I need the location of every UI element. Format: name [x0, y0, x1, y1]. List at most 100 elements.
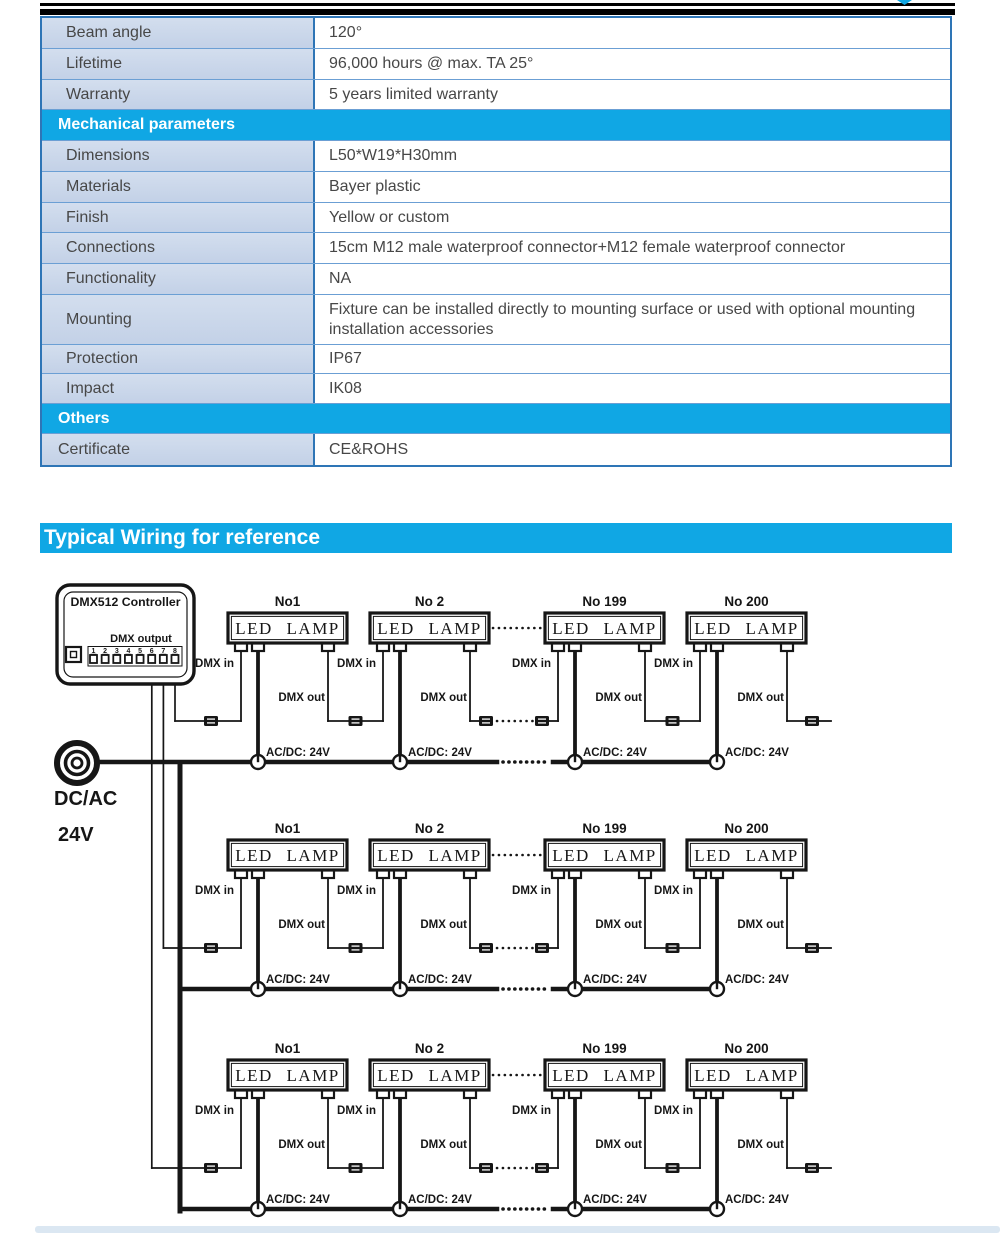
led-lamp-box — [368, 1058, 491, 1092]
spec-value: L50*W19*H30mm — [329, 147, 458, 164]
lamp-number-label: No 199 — [582, 821, 626, 836]
controller-title: DMX512 Controller — [70, 595, 180, 609]
dmx-in-label: DMX in — [195, 1105, 234, 1117]
led-lamp-box — [685, 611, 808, 645]
lamp-number-label: No1 — [275, 594, 301, 609]
dmx-in-label: DMX in — [337, 658, 376, 670]
lamp-text: LED LAMP — [377, 846, 482, 865]
cable-connector-icon — [348, 943, 363, 953]
dmx-in-label: DMX in — [654, 885, 693, 897]
acdc-label: AC/DC: 24V — [408, 747, 472, 759]
dmx-out-label: DMX out — [420, 919, 467, 931]
dmx-out-label: DMX out — [737, 1139, 784, 1151]
led-lamp-box — [543, 1058, 666, 1092]
spec-value: Fixture can be installed directly to mou… — [329, 300, 916, 338]
spec-section-label: Others — [58, 409, 110, 427]
controller-pin — [135, 654, 145, 664]
led-lamp-box — [368, 838, 491, 872]
led-lamp-box — [226, 611, 349, 645]
dmx-out-label: DMX out — [595, 692, 642, 704]
spec-label: Warranty — [42, 80, 315, 109]
spec-value: 15cm M12 male waterproof connector+M12 f… — [329, 239, 846, 256]
cable-connector-icon — [479, 716, 493, 726]
spec-row: Connections 15cm M12 male waterproof conn… — [42, 232, 950, 263]
acdc-label: AC/DC: 24V — [266, 747, 330, 759]
spec-label: Connections — [42, 233, 315, 263]
top-rule-thick — [40, 9, 955, 15]
controller-inner-frame — [63, 591, 188, 678]
lamp-number-label: No 199 — [582, 1041, 626, 1056]
pin-number-label: 7 — [161, 648, 165, 655]
dmx-in-label: DMX in — [512, 1105, 551, 1117]
top-rule-thin — [40, 3, 955, 6]
cable-connector-icon — [665, 716, 680, 726]
lamp-text: LED LAMP — [377, 1066, 482, 1085]
dmx-out-label: DMX out — [278, 1139, 325, 1151]
pin-number-label: 2 — [103, 648, 107, 655]
dmx-in-label: DMX in — [512, 658, 551, 670]
controller-pin — [89, 654, 98, 664]
spec-section-row: Mechanical parameters — [42, 109, 950, 140]
acdc-label: AC/DC: 24V — [266, 974, 330, 986]
lamp-text: LED LAMP — [694, 846, 799, 865]
dmx-out-label: DMX out — [420, 1139, 467, 1151]
pin-number-label: 6 — [150, 648, 154, 655]
controller-port-icon — [64, 645, 83, 664]
acdc-label: AC/DC: 24V — [725, 747, 789, 759]
lamp-number-label: No 2 — [415, 594, 444, 609]
lamp-number-label: No 200 — [724, 594, 768, 609]
spec-value: IK08 — [329, 379, 362, 397]
dmx-in-label: DMX in — [654, 658, 693, 670]
cable-connector-icon — [204, 943, 218, 953]
lamp-number-label: No1 — [275, 821, 301, 836]
spec-value: Bayer plastic — [329, 178, 421, 195]
led-lamp-inner-frame — [547, 615, 662, 641]
acdc-label: AC/DC: 24V — [583, 974, 647, 986]
power-source-ring — [63, 749, 91, 777]
spec-label: Materials — [42, 172, 315, 202]
lamp-text: LED LAMP — [552, 1066, 657, 1085]
led-lamp-box — [685, 838, 808, 872]
cable-connector-icon — [805, 943, 819, 953]
cable-connector-icon — [348, 716, 363, 726]
led-lamp-inner-frame — [230, 1062, 345, 1088]
controller-pin — [158, 654, 168, 664]
dmx-in-label: DMX in — [195, 885, 234, 897]
spec-label: Protection — [42, 345, 315, 373]
lamp-text: LED LAMP — [694, 1066, 799, 1085]
cable-connector-icon — [204, 716, 218, 726]
lamp-text: LED LAMP — [694, 619, 799, 638]
led-lamp-inner-frame — [689, 842, 804, 868]
dmx-output-label: DMX output — [110, 633, 172, 645]
acdc-label: AC/DC: 24V — [725, 1194, 789, 1206]
led-lamp-inner-frame — [372, 615, 487, 641]
spec-label: Certificate — [42, 434, 315, 465]
wiring-section-header: Typical Wiring for reference — [40, 523, 952, 553]
spec-value: 96,000 hours @ max. TA 25° — [329, 55, 534, 72]
dmx-out-label: DMX out — [737, 692, 784, 704]
led-lamp-box — [543, 838, 666, 872]
led-lamp-inner-frame — [230, 842, 345, 868]
acdc-label: AC/DC: 24V — [408, 1194, 472, 1206]
led-lamp-inner-frame — [547, 842, 662, 868]
spec-value: Yellow or custom — [329, 208, 450, 226]
acdc-label: AC/DC: 24V — [266, 1194, 330, 1206]
dmx-in-label: DMX in — [195, 658, 234, 670]
spec-label: Functionality — [42, 264, 315, 294]
pin-number-label: 8 — [173, 648, 177, 655]
led-lamp-inner-frame — [230, 615, 345, 641]
dmx-out-label: DMX out — [420, 692, 467, 704]
spec-section-row: Others — [42, 403, 950, 433]
lamp-number-label: No 200 — [724, 1041, 768, 1056]
lamp-text: LED LAMP — [235, 619, 340, 638]
led-lamp-box — [226, 1058, 349, 1092]
acdc-label: AC/DC: 24V — [408, 974, 472, 986]
